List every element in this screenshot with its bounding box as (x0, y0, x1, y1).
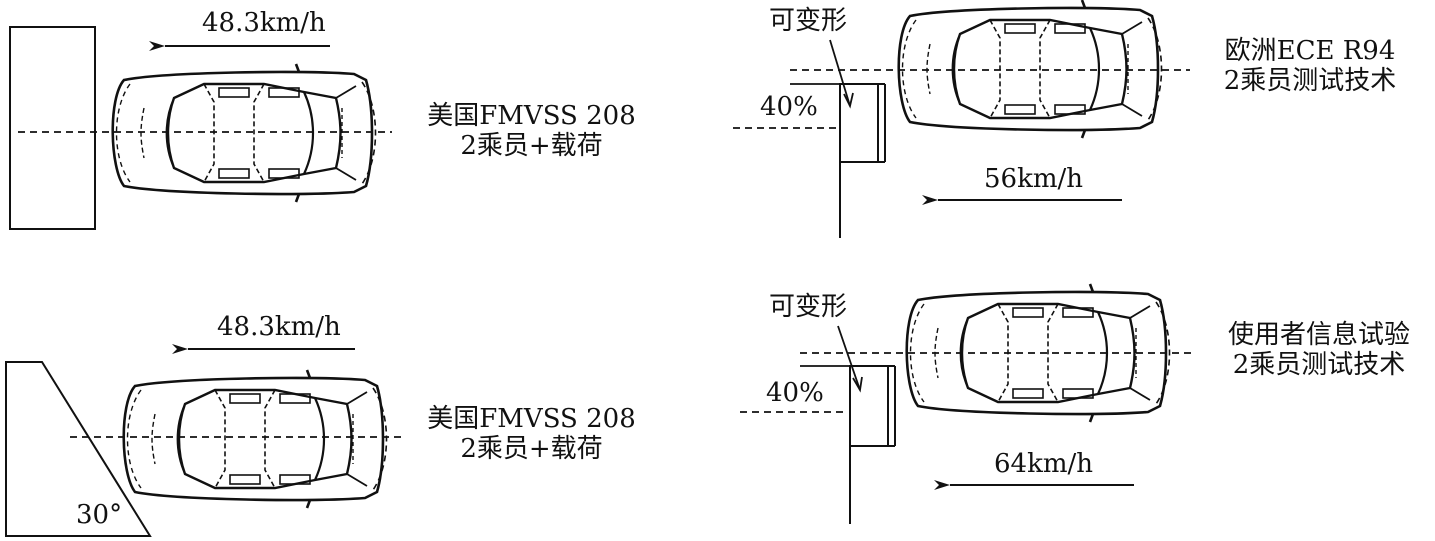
offset-percent-label: 40% (766, 378, 824, 408)
vehicle (122, 368, 388, 510)
test-description: 美国FMVSS 208 2乘员+载荷 (414, 101, 649, 161)
barrier-angle-label: 30° (76, 500, 123, 530)
offset-percent-label: 40% (760, 92, 818, 122)
standard-label: 使用者信息试验 (1227, 320, 1410, 350)
occupant-label: 2乘员+载荷 (460, 131, 603, 161)
standard-label: 美国FMVSS 208 (427, 404, 636, 434)
panel-angled-rigid-barrier (5, 344, 405, 537)
panel-frontal-rigid-barrier (9, 26, 392, 230)
occupant-label: 2乘员测试技术 (1232, 350, 1406, 380)
test-description: 使用者信息试验 2乘员测试技术 (1206, 320, 1432, 380)
angled-barrier (5, 361, 152, 537)
test-description: 欧洲ECE R94 2乘员测试技术 (1206, 36, 1414, 96)
deformable-barrier-label: 可变形 (769, 292, 848, 322)
speed-label: 48.3km/h (202, 8, 326, 38)
speed-label: 48.3km/h (217, 312, 341, 342)
occupant-label: 2乘员测试技术 (1223, 66, 1397, 96)
occupant-label: 2乘员+载荷 (460, 434, 603, 464)
speed-label: 64km/h (994, 449, 1093, 479)
deformable-barrier-label: 可变形 (769, 6, 848, 36)
standard-label: 欧洲ECE R94 (1224, 36, 1396, 66)
leader-line (829, 39, 851, 107)
deformable-barrier (839, 83, 879, 163)
standard-label: 美国FMVSS 208 (427, 101, 636, 131)
vehicle (897, 0, 1163, 140)
speed-label: 56km/h (984, 164, 1083, 194)
leader-line (837, 325, 861, 391)
test-description: 美国FMVSS 208 2乘员+载荷 (414, 404, 649, 464)
rigid-barrier (9, 26, 96, 230)
panel-offset-deformable-barrier-info (740, 282, 1196, 524)
panel-offset-deformable-barrier-ece (733, 0, 1190, 238)
vehicle (111, 62, 377, 204)
